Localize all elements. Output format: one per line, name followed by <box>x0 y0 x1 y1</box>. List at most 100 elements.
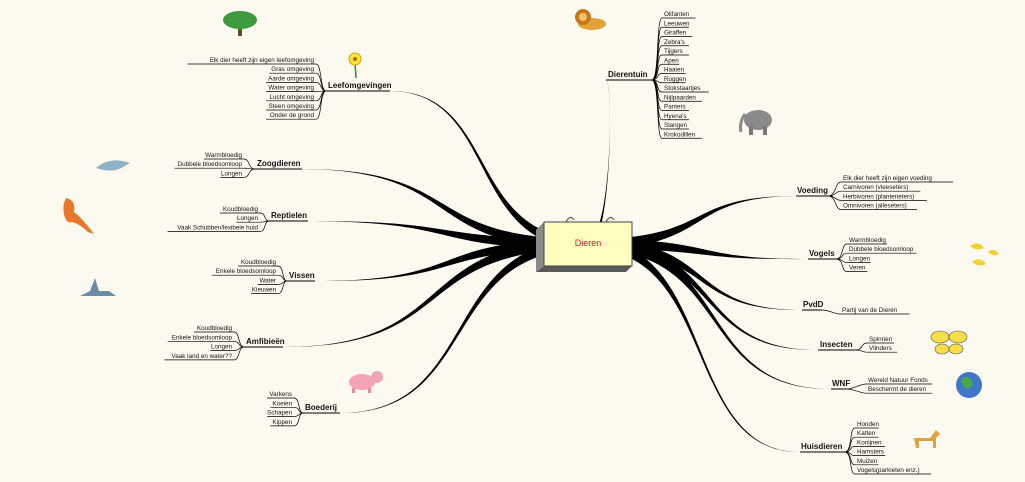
connector-amfibieen <box>283 239 588 348</box>
leaf-boederij-2[interactable]: Schapen <box>267 410 304 417</box>
leaf-dierentuin-2[interactable]: Giraffen <box>651 30 693 81</box>
horse-icon <box>914 430 940 448</box>
tree-icon <box>223 11 257 36</box>
leaf-label: Konijnen <box>857 439 882 446</box>
leaf-label: Spinnen <box>869 336 893 343</box>
connector-vogels <box>588 239 808 260</box>
leaf-dierentuin-13[interactable]: Krokodillen <box>651 79 703 139</box>
leaf-label: Katten <box>857 430 876 437</box>
branch-label-amfibieen: Amfibieën <box>246 337 285 346</box>
branch-label-leefomgevingen: Leefomgevingen <box>328 81 392 90</box>
connector-pvdd <box>588 239 802 311</box>
leaf-vissen-3[interactable]: Kieuwen <box>251 280 288 294</box>
leaf-label: Carnivoren (vleeseters) <box>843 184 908 191</box>
leaf-label: Lucht omgeving <box>270 94 315 101</box>
connector-boederij <box>340 239 588 414</box>
leaf-label: Schapen <box>267 410 292 417</box>
leaf-label: Koudbloedig <box>197 325 233 332</box>
leaf-label: Honden <box>857 421 880 428</box>
leaf-label: Partij van de Dieren <box>842 307 898 314</box>
leaf-label: Omnivoren (alleseters) <box>843 203 907 210</box>
leaf-zoogdieren-2[interactable]: Longen <box>220 168 256 178</box>
leaf-leefomgevingen-4[interactable]: Lucht omgeving <box>266 90 327 102</box>
connector-wnf <box>588 239 831 390</box>
leaf-label: Roggen <box>664 76 687 83</box>
branch-label-boederij: Boederij <box>305 403 337 412</box>
branch-label-reptielen: Reptielen <box>271 211 307 220</box>
branch-huisdieren[interactable]: Huisdieren HondenKattenKonijnenHamstersMu… <box>800 421 932 475</box>
leaf-wnf-1[interactable]: Beschermt de dieren <box>846 386 933 394</box>
leaf-label: Apen <box>664 57 679 64</box>
leaf-dierentuin-3[interactable]: Zebra's <box>651 39 689 81</box>
leaf-dierentuin-4[interactable]: Tijgers <box>651 48 689 81</box>
leaf-label: Vogels(parkieten enz.) <box>857 467 920 474</box>
leaf-insecten-1[interactable]: Vlinders <box>855 345 898 353</box>
branch-dierentuin[interactable]: DierentuinOlifantenLeeuwenGiraffenZebra'… <box>606 11 709 139</box>
branch-label-pvdd: PvdD <box>803 300 824 309</box>
leaf-label: Leeuwen <box>664 20 690 27</box>
leaf-label: Water <box>259 277 276 284</box>
central-topic-label: Dieren <box>575 238 602 248</box>
leaf-label: Dubbele bloedsomloop <box>178 161 243 168</box>
leaf-boederij-3[interactable]: Kippen <box>270 412 304 427</box>
connector-insecten <box>588 239 818 351</box>
shark-icon <box>80 278 116 296</box>
leaf-label: Muizen <box>857 458 878 465</box>
branch-label-vogels: Vogels <box>809 249 835 258</box>
branch-label-huisdieren: Huisdieren <box>801 442 842 451</box>
leaf-label: Kieuwen <box>252 287 277 294</box>
leaf-leefomgevingen-3[interactable]: Water omgeving <box>266 85 327 92</box>
dinosaur-icon <box>63 198 94 234</box>
leaf-voeding-3[interactable]: Omnivoren (alleseters) <box>828 195 918 210</box>
leaf-label: Enkele bloedsomloop <box>172 334 233 341</box>
leaf-pvdd-0[interactable]: Partij van de Dieren <box>821 307 910 315</box>
leaf-label: Zebra's <box>664 39 685 46</box>
leaf-vissen-2[interactable]: Water <box>257 277 288 285</box>
branch-pvdd[interactable]: PvdD Partij van de Dieren <box>802 300 910 315</box>
leaf-label: Koudbloedig <box>241 259 277 266</box>
central-topic[interactable]: Dieren <box>536 216 633 272</box>
leaf-dierentuin-7[interactable]: Roggen <box>651 76 687 84</box>
leaf-voeding-2[interactable]: Herbivoren (planteneters) <box>828 193 927 201</box>
leaf-vogels-2[interactable]: Longen <box>835 255 871 263</box>
lion-icon <box>575 9 606 30</box>
pig-icon <box>349 371 383 393</box>
leaf-label: Herbivoren (planteneters) <box>843 193 914 200</box>
leaf-label: Beschermt de dieren <box>868 386 927 393</box>
branch-label-insecten: Insecten <box>820 340 853 349</box>
branch-label-vissen: Vissen <box>289 271 315 280</box>
leaf-label: Vlinders <box>869 345 892 352</box>
leaf-vogels-3[interactable]: Veren <box>835 258 868 272</box>
leaf-label: Koudbloedig <box>223 206 259 213</box>
leaf-label: Water omgeving <box>268 85 314 92</box>
leaf-label: Veren <box>849 265 866 272</box>
leaf-label: Giraffen <box>664 30 687 37</box>
branch-label-zoogdieren: Zoogdieren <box>257 159 301 168</box>
leaf-label: Varkens <box>269 391 292 398</box>
leaf-label: Kippen <box>272 419 292 426</box>
leaf-label: Dubbele bloedsomloop <box>849 246 914 253</box>
leaf-amfibieen-3[interactable]: Vaak land en water?? <box>164 346 245 361</box>
leaf-leefomgevingen-6[interactable]: Onder de grond <box>266 90 327 120</box>
butterfly-icon <box>930 330 968 355</box>
leaf-amfibieen-1[interactable]: Enkele bloedsomloop <box>167 334 245 348</box>
leaf-zoogdieren-1[interactable]: Dubbele bloedsomloop <box>174 161 256 170</box>
branch-label-wnf: WNF <box>832 379 850 388</box>
leaf-huisdieren-0[interactable]: Honden <box>844 421 880 453</box>
globe-icon <box>956 372 982 398</box>
leaf-reptielen-2[interactable]: Vaak Schubben/lexibele huid <box>167 220 270 232</box>
leaf-huisdieren-5[interactable]: Vogels(parkieten enz.) <box>844 451 932 475</box>
leaf-huisdieren-3[interactable]: Hamsters <box>844 449 886 456</box>
connector-dierentuin <box>588 80 611 249</box>
